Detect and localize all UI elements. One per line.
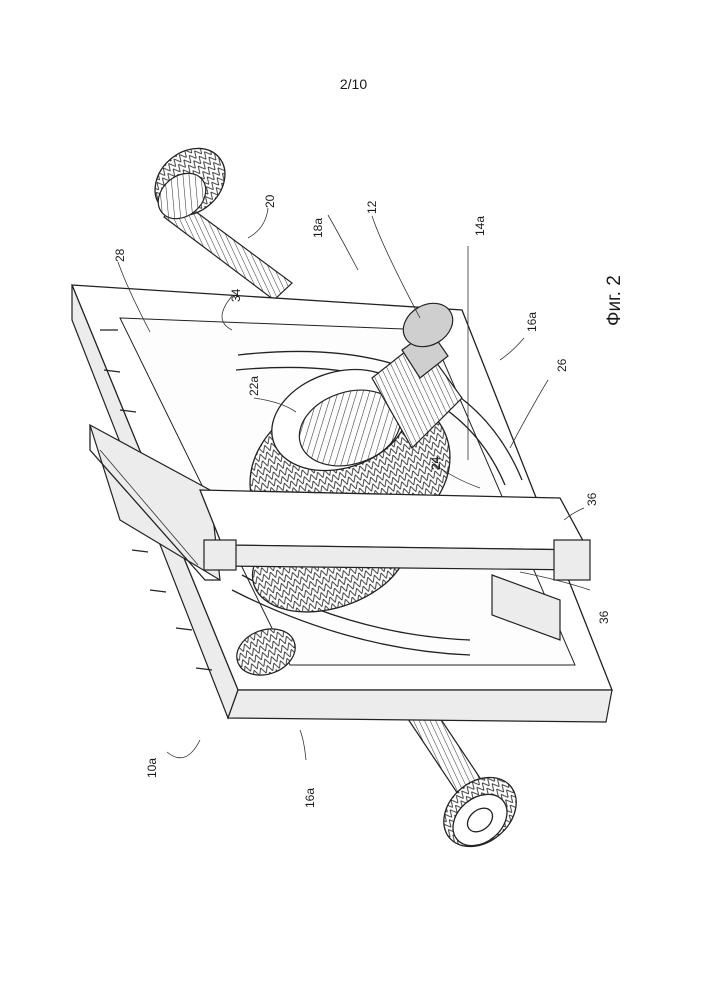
label-36-lower: 36 [597, 610, 611, 624]
label-16a-right: 16a [525, 312, 539, 332]
label-26: 26 [555, 358, 569, 372]
label-24: 24 [429, 456, 443, 470]
label-28: 28 [113, 248, 127, 262]
label-10a: 10a [145, 758, 159, 778]
upper-axle [142, 135, 292, 300]
inner-frame-bar [200, 490, 590, 580]
label-36-upper: 36 [585, 492, 599, 506]
lower-axle [402, 700, 530, 861]
label-12: 12 [365, 200, 379, 214]
figure-caption: Фиг. 2 [604, 275, 625, 326]
label-34: 34 [229, 288, 243, 302]
label-16a-bottom: 16a [303, 788, 317, 808]
label-14a: 14a [473, 216, 487, 236]
label-20: 20 [263, 194, 277, 208]
label-22a: 22a [247, 376, 261, 396]
label-18a: 18a [311, 218, 325, 238]
